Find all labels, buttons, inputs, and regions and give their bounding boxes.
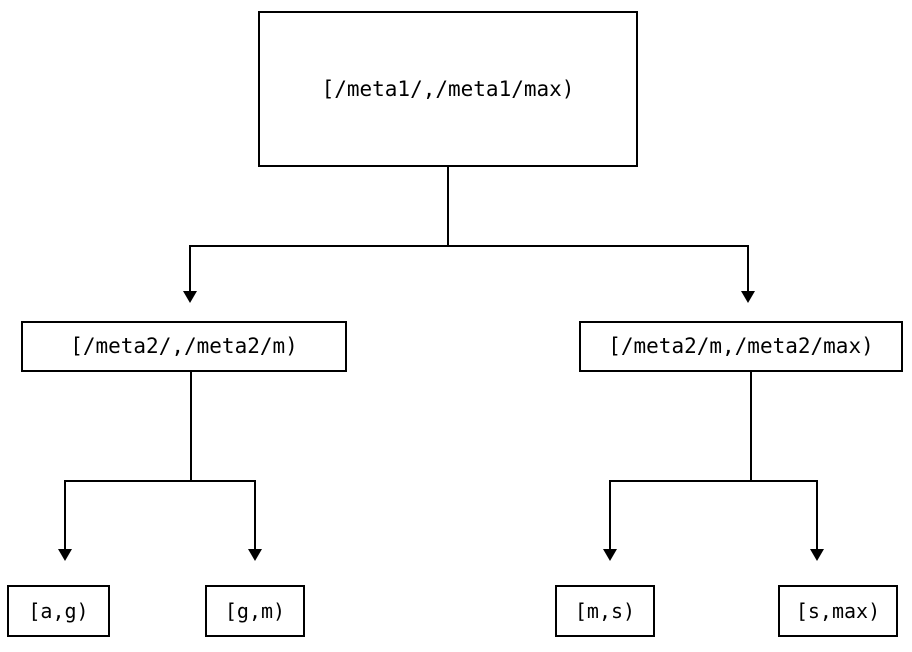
node-leaf-4[interactable]: [s,max) — [778, 585, 898, 637]
edge-mid-left-to-leaf-1-drop — [64, 480, 66, 550]
node-root[interactable]: [/meta1/,/meta1/max) — [258, 11, 638, 167]
arrowhead-mid-left-to-leaf-1-icon — [58, 549, 72, 561]
edge-mid-right-stem — [750, 372, 752, 482]
edge-root-to-mid-left-drop — [189, 245, 191, 292]
node-mid-right[interactable]: [/meta2/m,/meta2/max) — [579, 321, 903, 372]
edge-mid-right-to-leaf-3-drop — [609, 480, 611, 550]
edge-mid-right-to-leaf-4-drop — [816, 480, 818, 550]
edge-mid-left-to-leaf-2-drop — [254, 480, 256, 550]
node-leaf-1-label: [a,g) — [28, 599, 89, 623]
node-mid-left-label: [/meta2/,/meta2/m) — [70, 334, 298, 358]
node-leaf-3-label: [m,s) — [574, 599, 636, 623]
node-leaf-2-label: [g,m) — [224, 599, 286, 623]
edge-root-to-mid-right-drop — [747, 245, 749, 292]
node-root-label: [/meta1/,/meta1/max) — [321, 76, 575, 101]
node-leaf-4-label: [s,max) — [795, 599, 881, 623]
node-mid-left[interactable]: [/meta2/,/meta2/m) — [21, 321, 347, 372]
edge-mid-left-stem — [190, 372, 192, 482]
edge-mid-left-bus — [64, 480, 254, 482]
node-leaf-3[interactable]: [m,s) — [555, 585, 655, 637]
edge-root-bus — [189, 245, 749, 247]
arrowhead-mid-left-to-leaf-2-icon — [248, 549, 262, 561]
node-mid-right-label: [/meta2/m,/meta2/max) — [608, 334, 874, 358]
node-leaf-2[interactable]: [g,m) — [205, 585, 305, 637]
node-leaf-1[interactable]: [a,g) — [7, 585, 110, 637]
edge-mid-right-bus — [609, 480, 818, 482]
arrowhead-mid-right-to-leaf-4-icon — [810, 549, 824, 561]
arrowhead-root-to-mid-right-icon — [741, 291, 755, 303]
arrowhead-mid-right-to-leaf-3-icon — [603, 549, 617, 561]
arrowhead-root-to-mid-left-icon — [183, 291, 197, 303]
edge-root-stem — [447, 167, 449, 246]
